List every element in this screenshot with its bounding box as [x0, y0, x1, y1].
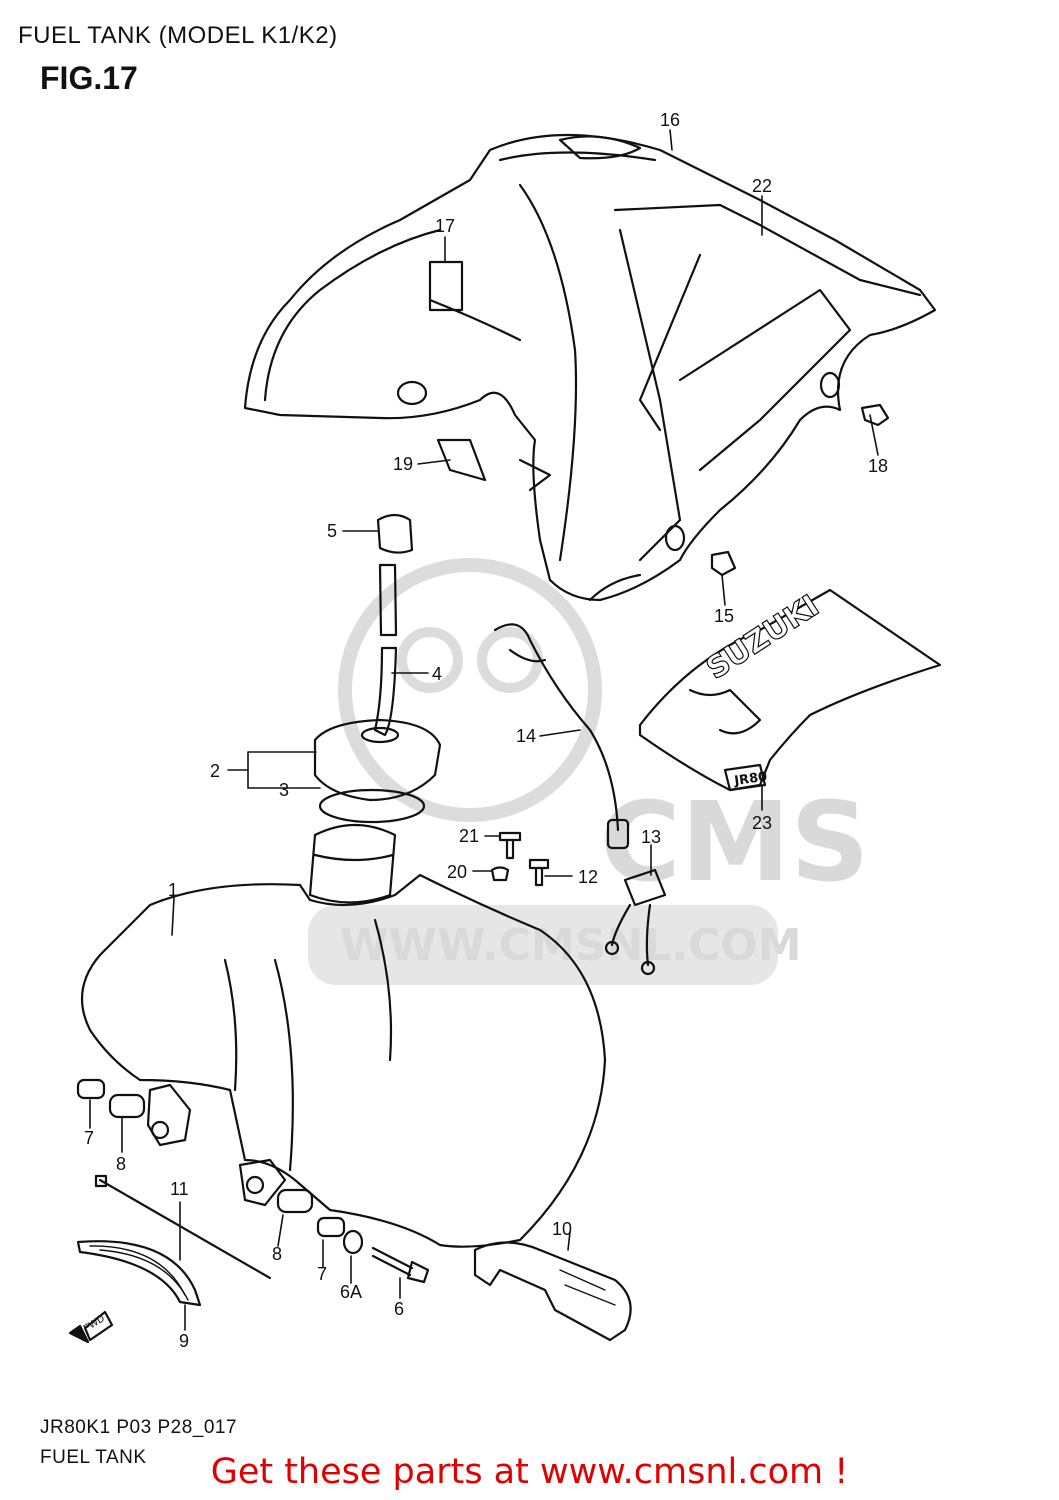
- watermark: CMS WWW.CMSNL.COM: [308, 558, 869, 985]
- cable-tie-11: [94, 1174, 272, 1280]
- figure-number: FIG.17: [40, 60, 138, 96]
- callout-21: 21: [459, 826, 479, 846]
- callout-18: 18: [868, 456, 888, 476]
- bolt-6: [371, 1246, 430, 1284]
- washer-6A: [342, 1229, 364, 1255]
- callout-7-bottom: 7: [317, 1264, 327, 1284]
- diagram-name: FUEL TANK: [40, 1447, 147, 1468]
- callout-8-left: 8: [116, 1154, 126, 1174]
- watermark-url: WWW.CMSNL.COM: [340, 920, 802, 971]
- callout-12: 12: [578, 867, 598, 887]
- callout-7-left: 7: [84, 1128, 94, 1148]
- callout-2: 2: [210, 761, 220, 781]
- screw-18: [819, 371, 890, 427]
- callout-9: 9: [179, 1331, 189, 1351]
- collar-7-bottom: [316, 1216, 346, 1238]
- callout-13: 13: [641, 827, 661, 847]
- callout-10: 10: [552, 1219, 572, 1239]
- breather-hose-4: [373, 563, 398, 737]
- callout-labels: 16 22 17 18 19 5 15 4 14 2 3 23 21 13 20…: [84, 110, 888, 1351]
- shroud-hole: [396, 380, 428, 406]
- callout-14: 14: [516, 726, 536, 746]
- clamp-5: [376, 513, 414, 554]
- fuel-tank-1: [80, 823, 607, 1248]
- leader-lines: [89, 129, 879, 1331]
- diagram-title: FUEL TANK (MODEL K1/K2): [18, 22, 338, 49]
- callout-8-bottom: 8: [272, 1244, 282, 1264]
- nut-20: [490, 866, 510, 882]
- callout-23: 23: [752, 813, 772, 833]
- decal-model-text: JR80: [732, 770, 768, 790]
- decal-22: [638, 253, 702, 432]
- bolt-12: [528, 858, 550, 887]
- collar-7-left: [76, 1078, 106, 1100]
- cushion-8-left: [108, 1093, 146, 1119]
- callout-6A: 6A: [340, 1282, 362, 1302]
- screw-15: [664, 524, 737, 577]
- shop-link[interactable]: Get these parts at www.cmsnl.com !: [210, 1452, 849, 1492]
- callout-11: 11: [170, 1179, 189, 1199]
- callout-19: 19: [393, 454, 413, 474]
- callout-15: 15: [714, 606, 734, 626]
- fuel-cap-2: [313, 718, 442, 802]
- diagram-code: JR80K1 P03 P28_017: [40, 1417, 238, 1438]
- watermark-brand: CMS: [600, 778, 869, 906]
- callout-16: 16: [660, 110, 680, 130]
- tank-protector-9: [76, 1240, 202, 1307]
- tank-strap-13: [604, 868, 667, 976]
- decal-23: [638, 588, 942, 792]
- callout-3: 3: [279, 780, 289, 800]
- callout-5: 5: [327, 521, 337, 541]
- callout-17: 17: [435, 216, 455, 236]
- fuel-tank-shroud: [243, 133, 937, 602]
- cushion-8-bottom: [276, 1188, 314, 1214]
- callout-20: 20: [447, 862, 467, 882]
- label-plate-17: [428, 260, 464, 312]
- bolt-21: [498, 831, 522, 860]
- cap-gasket-3: [318, 788, 426, 824]
- callout-22: 22: [752, 176, 772, 196]
- callout-4: 4: [432, 664, 442, 684]
- heat-guard-10: [473, 1241, 632, 1342]
- callout-6: 6: [394, 1299, 404, 1319]
- tank-strap-14: [493, 623, 630, 850]
- decal-brand-text: SUZUKI: [700, 588, 825, 686]
- callout-1: 1: [168, 880, 178, 900]
- fwd-arrow-icon: [68, 1324, 90, 1344]
